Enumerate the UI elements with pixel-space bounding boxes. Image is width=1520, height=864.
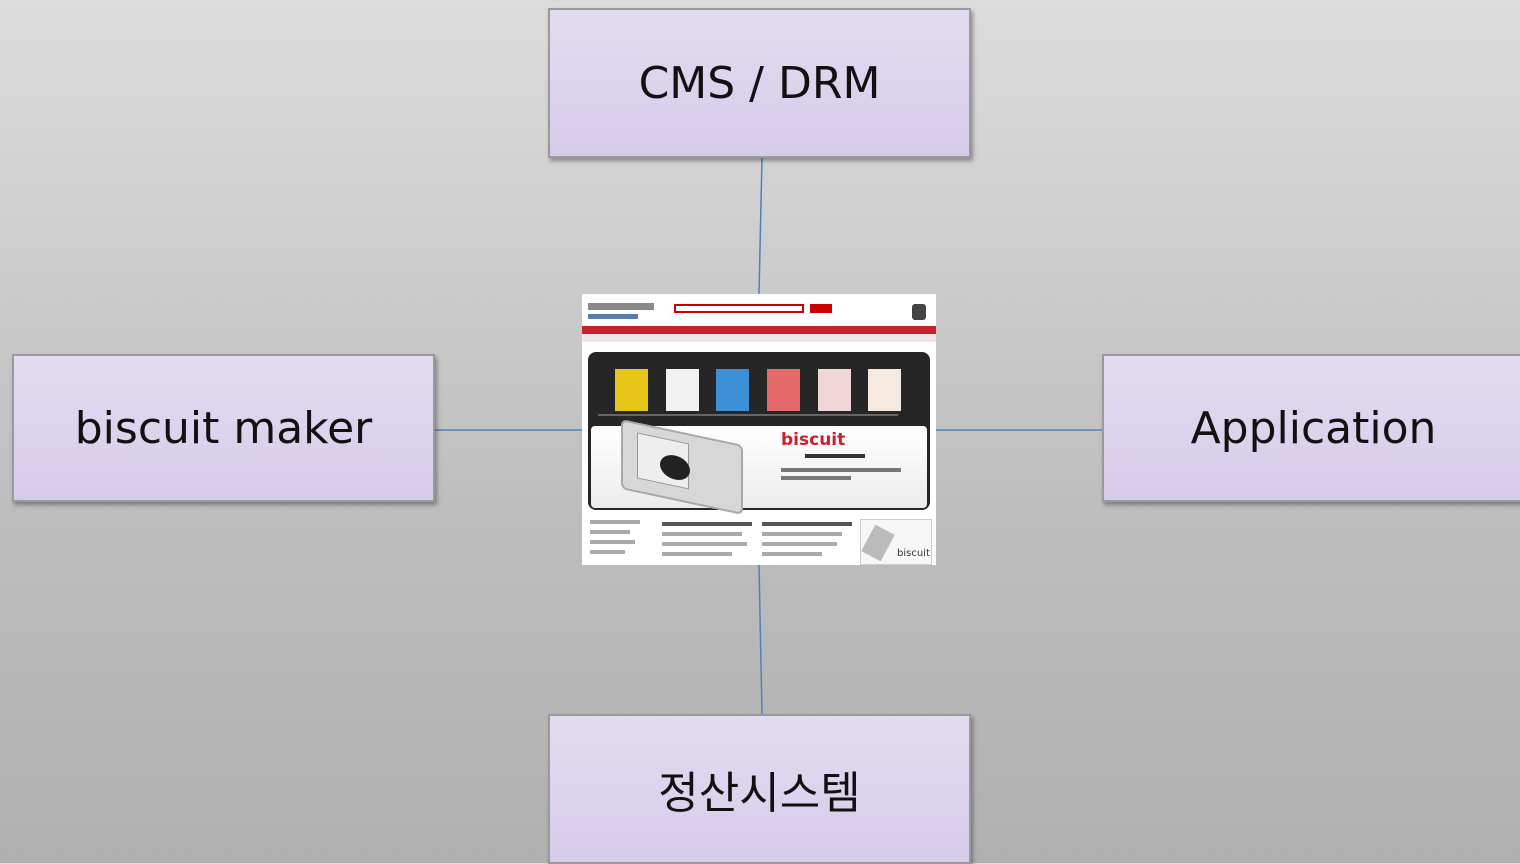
thumb-mini-device	[861, 524, 895, 562]
thumb-book-1	[615, 369, 648, 411]
connector-bottom	[758, 564, 763, 715]
thumb-brand-text: biscuit	[781, 430, 846, 450]
thumb-book-6	[868, 369, 901, 411]
thumb-banner-line-1	[805, 454, 865, 458]
application-box: Application	[1102, 354, 1520, 502]
thumb-promo-banner: biscuit	[591, 419, 927, 515]
center-web-screenshot: biscuit biscuit	[582, 294, 936, 565]
thumb-row	[762, 542, 837, 546]
thumb-header	[582, 294, 936, 326]
thumb-row	[662, 552, 732, 556]
thumb-book-5	[818, 369, 851, 411]
thumb-book-4	[767, 369, 800, 411]
thumb-row	[590, 540, 635, 544]
thumb-sub-bar	[582, 334, 936, 342]
thumb-avatar-icon	[912, 304, 926, 320]
thumb-ereader-device	[621, 419, 743, 515]
thumb-book-2	[666, 369, 699, 411]
thumb-row	[762, 552, 822, 556]
thumb-banner-line-3	[781, 476, 851, 480]
thumb-row	[590, 550, 625, 554]
thumb-row	[662, 542, 747, 546]
thumb-mini-ad: biscuit	[860, 519, 932, 565]
cms-drm-box: CMS / DRM	[548, 8, 971, 158]
thumb-row	[590, 530, 630, 534]
thumb-row	[590, 520, 640, 524]
settlement-system-label: 정산시스템	[658, 768, 861, 819]
thumb-book-3	[716, 369, 749, 411]
thumb-banner-line-2	[781, 468, 901, 472]
thumb-search-button	[810, 304, 832, 313]
thumb-mini-text: biscuit	[897, 548, 930, 559]
thumb-ereader-screen	[637, 432, 690, 490]
thumb-row	[662, 532, 742, 536]
thumb-search-box	[674, 304, 804, 313]
thumb-row	[662, 522, 752, 526]
cms-drm-label: CMS / DRM	[638, 57, 881, 109]
application-label: Application	[1190, 402, 1437, 454]
connector-top	[758, 157, 763, 295]
biscuit-maker-label: biscuit maker	[74, 402, 373, 454]
biscuit-maker-box: biscuit maker	[12, 354, 435, 502]
thumb-carousel-bar	[598, 414, 898, 416]
settlement-system-box: 정산시스템	[548, 714, 971, 864]
thumb-row	[762, 532, 842, 536]
thumb-nav-bar	[582, 326, 936, 334]
thumb-logo-sub	[588, 314, 638, 319]
thumb-ereader-dial	[660, 452, 690, 483]
thumb-row	[762, 522, 852, 526]
thumb-logo	[588, 303, 654, 310]
